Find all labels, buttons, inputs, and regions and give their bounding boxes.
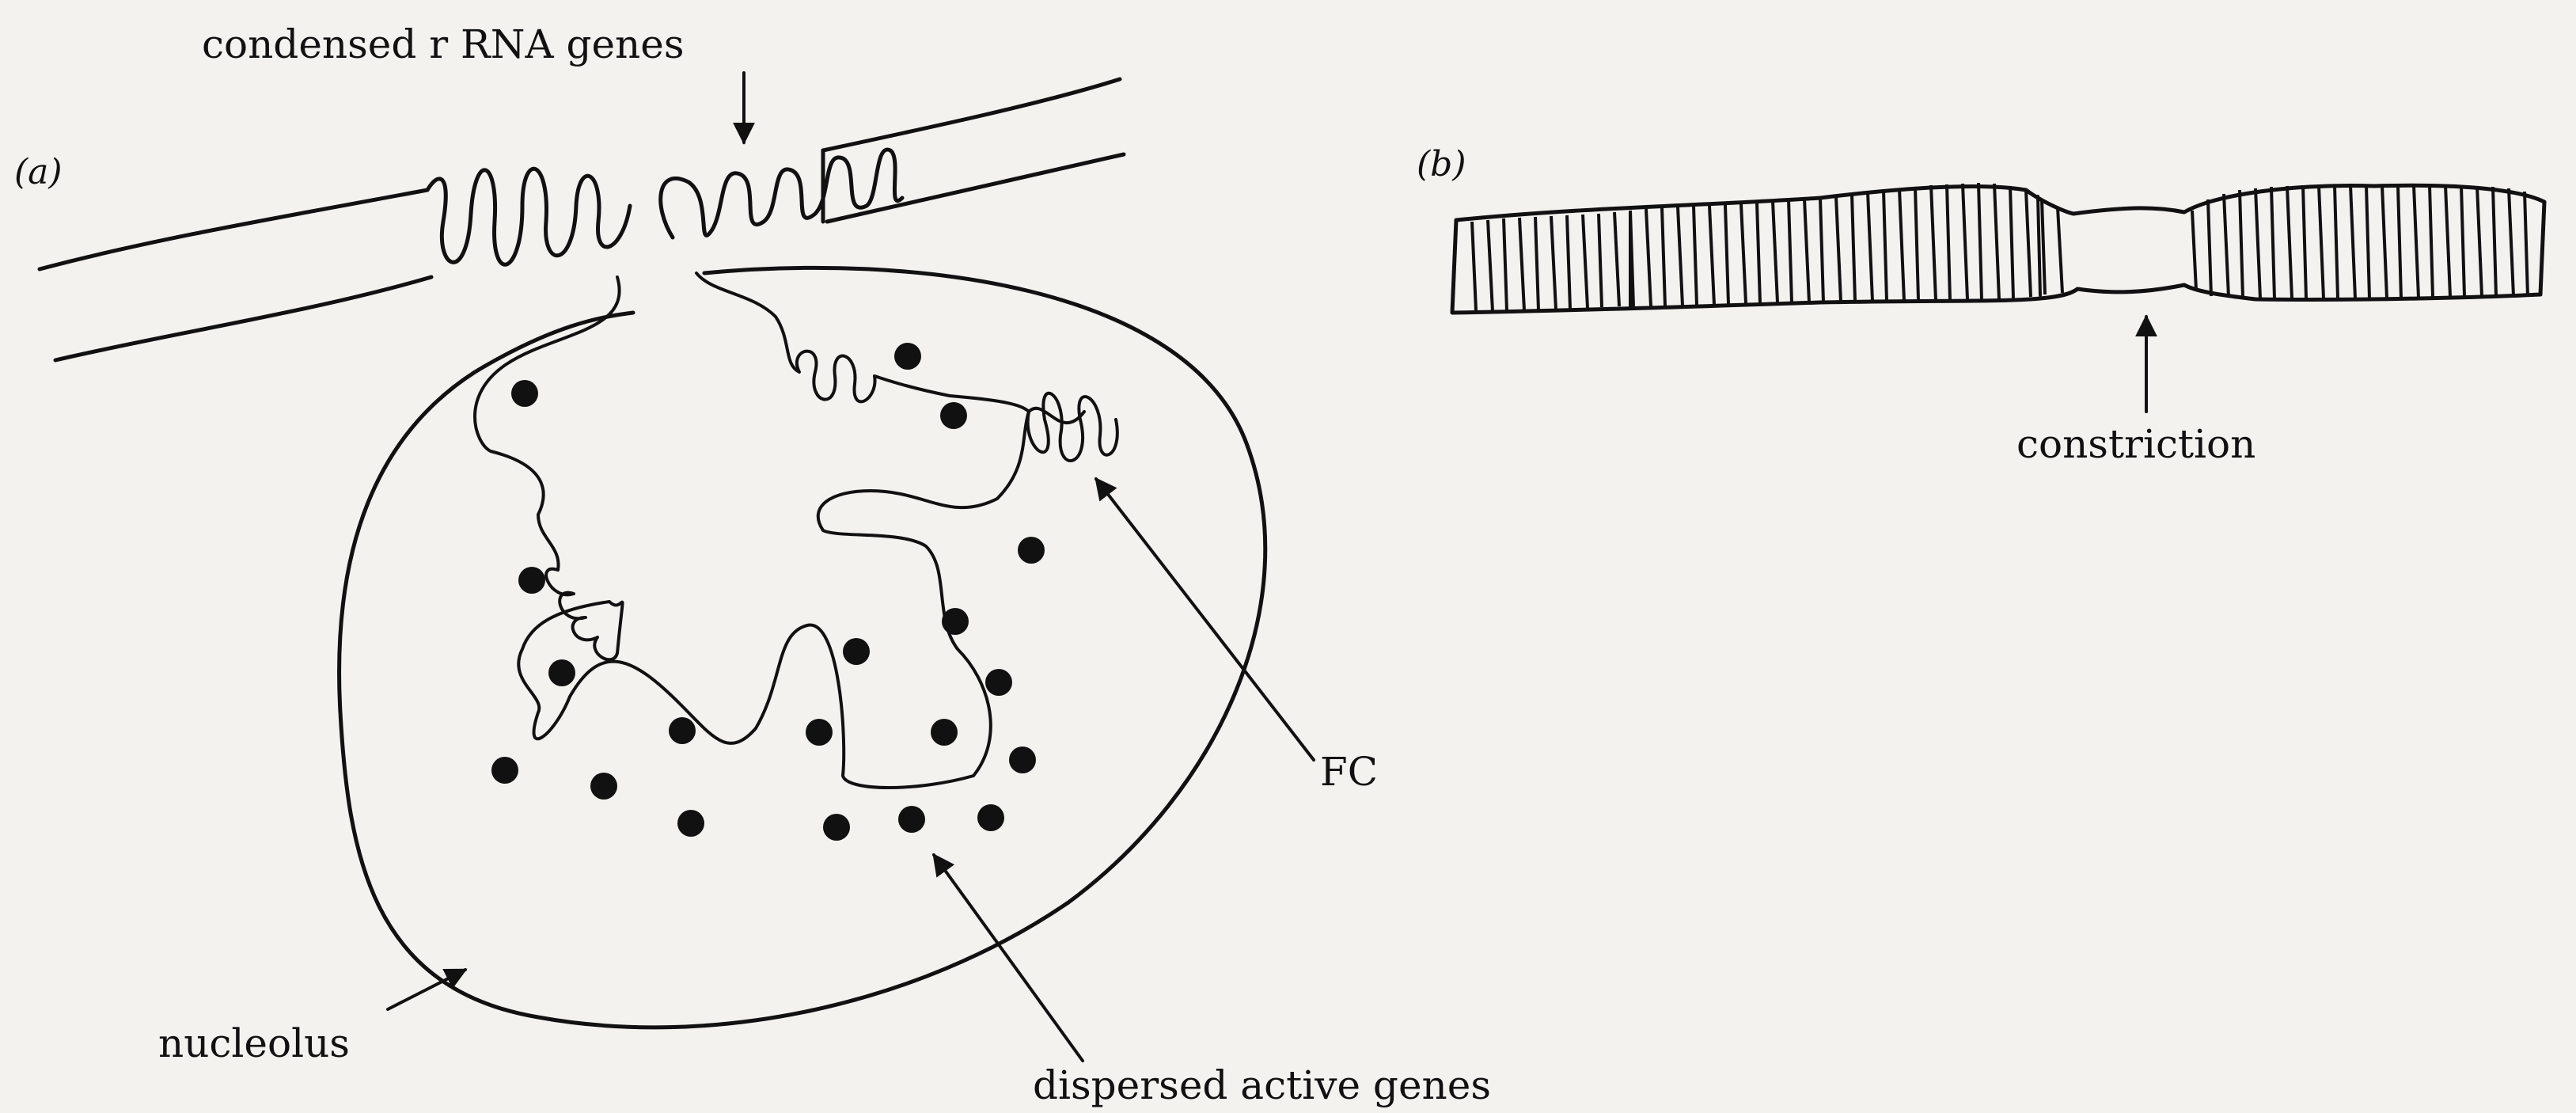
dispersed-gene-dots	[491, 343, 1045, 841]
arrow-fc	[1096, 479, 1314, 760]
gene-dot	[942, 608, 969, 635]
label-constriction: constriction	[2016, 421, 2255, 467]
gene-dot	[677, 810, 704, 837]
nucleolar-organizer-loop	[475, 277, 1084, 788]
left-condensed-coils	[427, 169, 630, 264]
gene-dot	[1009, 746, 1036, 773]
label-nucleolus: nucleolus	[158, 1020, 350, 1066]
gene-dot	[669, 717, 696, 744]
gene-dot	[511, 380, 538, 407]
gene-dot	[1018, 537, 1045, 564]
gene-dot	[843, 638, 870, 665]
panel-a-tag: (a)	[14, 152, 63, 192]
gene-dot	[548, 659, 575, 686]
label-fc: FC	[1320, 749, 1378, 795]
right-condensed-coils	[661, 150, 902, 237]
gene-dot	[894, 343, 921, 370]
gene-dot	[806, 719, 833, 746]
nucleolus-outline	[340, 268, 1265, 1027]
panel-b-tag: (b)	[1417, 144, 1466, 184]
right-chromosome-arm	[661, 79, 1124, 237]
label-dispersed-active-genes: dispersed active genes	[1033, 1062, 1491, 1108]
gene-dot	[985, 669, 1012, 696]
panel-a: (a)	[14, 21, 1491, 1108]
gene-dot	[931, 719, 958, 746]
gene-dot	[898, 806, 925, 833]
fc-condensed-coils	[1028, 393, 1117, 461]
gene-dot	[590, 773, 617, 800]
label-condensed-rrna-genes: condensed r RNA genes	[202, 21, 685, 67]
arrow-dispersed	[934, 855, 1083, 1061]
panel-b: (b) constriction	[1417, 144, 2544, 467]
gene-dot	[977, 804, 1004, 831]
gene-dot	[491, 757, 518, 784]
left-chromosome-arm	[40, 169, 630, 360]
gene-dot	[823, 814, 850, 841]
gene-dot	[518, 567, 545, 594]
gene-dot	[940, 402, 967, 429]
